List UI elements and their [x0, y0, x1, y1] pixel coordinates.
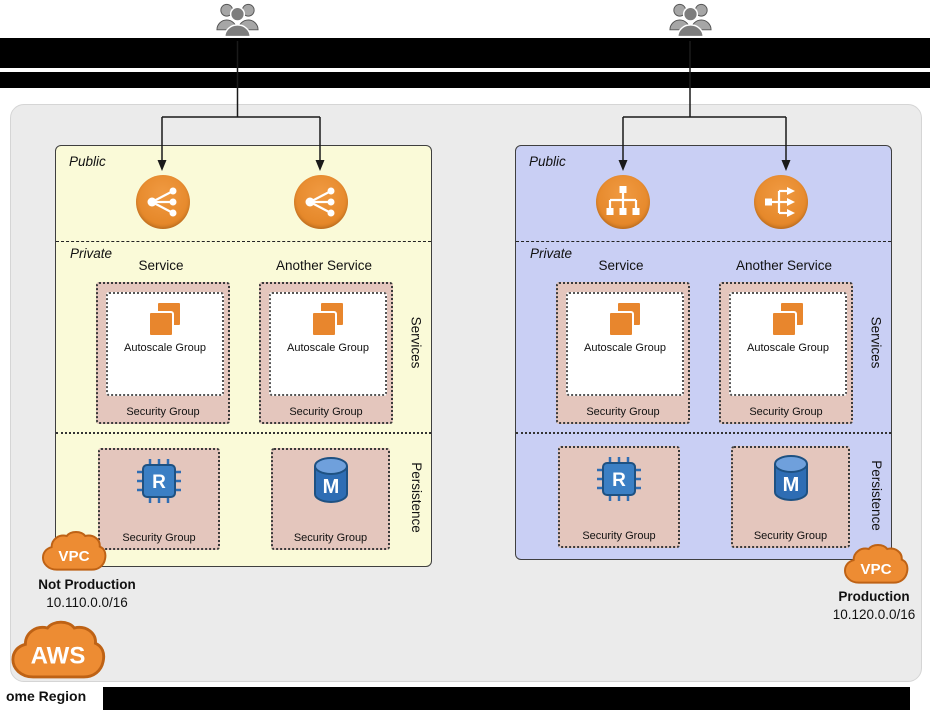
users-icon [214, 0, 261, 42]
security-group-box: R Security Group [558, 446, 680, 548]
svg-text:AWS: AWS [31, 643, 86, 670]
persistence-section-label: Persistence [868, 459, 884, 531]
svg-text:VPC: VPC [860, 561, 891, 578]
security-group-box: Autoscale Group Security Group [719, 282, 853, 424]
security-group-label: Security Group [293, 532, 368, 544]
vpc-name-label: Production [838, 589, 910, 604]
private-subnet-label: Private [70, 246, 113, 261]
autoscale-group-label: Autoscale Group [287, 342, 369, 354]
public-subnet-label: Public [69, 154, 106, 169]
security-group-label: Security Group [126, 406, 200, 418]
security-group-label: Security Group [122, 532, 196, 544]
security-group-box: Autoscale Group Security Group [96, 282, 230, 424]
users-icon [667, 0, 714, 42]
services-persistence-divider [516, 432, 891, 434]
aws-cloud-icon: AWS [10, 620, 106, 689]
redacted-bar-bottom [103, 687, 910, 710]
cache-redis-icon: R [137, 459, 181, 503]
vpc-not-production: Public Private Service Another Service [55, 145, 432, 567]
services-persistence-divider [56, 432, 431, 434]
security-group-label: Security Group [753, 530, 828, 542]
ec2-instances-icon [148, 301, 182, 337]
public-private-divider [56, 241, 431, 242]
cache-redis-icon: R [597, 457, 641, 501]
autoscale-group-box: Autoscale Group [729, 292, 847, 396]
autoscale-group-label: Autoscale Group [124, 342, 206, 354]
security-group-box: R Security Group [98, 448, 220, 550]
database-icon: M [773, 455, 808, 501]
service-title: Another Service [275, 258, 373, 273]
svg-text:R: R [152, 472, 166, 493]
security-group-box: Autoscale Group Security Group [556, 282, 690, 424]
security-group-box: Autoscale Group Security Group [259, 282, 393, 424]
vpc-name-label: Not Production [38, 577, 136, 592]
vpc-production: Public Private Service Another Service [515, 145, 892, 560]
svg-text:M: M [322, 476, 339, 498]
ec2-instances-icon [608, 301, 642, 337]
redacted-bar-top [0, 38, 930, 68]
autoscale-group-box: Autoscale Group [269, 292, 387, 396]
autoscale-group-box: Autoscale Group [106, 292, 224, 396]
public-subnet-label: Public [529, 154, 566, 169]
security-group-box: M Security Group [731, 446, 850, 548]
vpc-cidr-label: 10.110.0.0/16 [46, 595, 128, 610]
services-section-label: Services [868, 316, 884, 368]
vpc-cloud-icon: VPC [41, 530, 107, 580]
security-group-label: Security Group [289, 406, 363, 418]
vpc-cloud-icon: VPC [843, 543, 909, 593]
autoscale-group-label: Autoscale Group [747, 342, 829, 354]
service-title: Service [138, 258, 184, 273]
svg-text:R: R [612, 470, 626, 491]
ec2-instances-icon [311, 301, 345, 337]
region-label: ome Region [6, 688, 87, 704]
load-balancer-icon [136, 175, 190, 229]
load-balancer-icon [596, 175, 650, 229]
autoscale-group-label: Autoscale Group [584, 342, 666, 354]
svg-text:VPC: VPC [58, 548, 89, 565]
security-group-box: M Security Group [271, 448, 390, 550]
security-group-label: Security Group [586, 406, 660, 418]
vpc-cidr-label: 10.120.0.0/16 [832, 607, 916, 622]
ec2-instances-icon [771, 301, 805, 337]
services-section-label: Services [408, 316, 424, 368]
load-balancer-icon [754, 175, 808, 229]
svg-text:M: M [782, 474, 799, 496]
service-title: Another Service [735, 258, 833, 273]
public-private-divider [516, 241, 891, 242]
private-subnet-label: Private [530, 246, 573, 261]
service-title: Service [598, 258, 644, 273]
persistence-section-label: Persistence [408, 461, 424, 533]
security-group-label: Security Group [582, 530, 656, 542]
redacted-bar-sub [0, 72, 930, 88]
autoscale-group-box: Autoscale Group [566, 292, 684, 396]
security-group-label: Security Group [749, 406, 823, 418]
database-icon: M [313, 457, 348, 503]
load-balancer-icon [294, 175, 348, 229]
